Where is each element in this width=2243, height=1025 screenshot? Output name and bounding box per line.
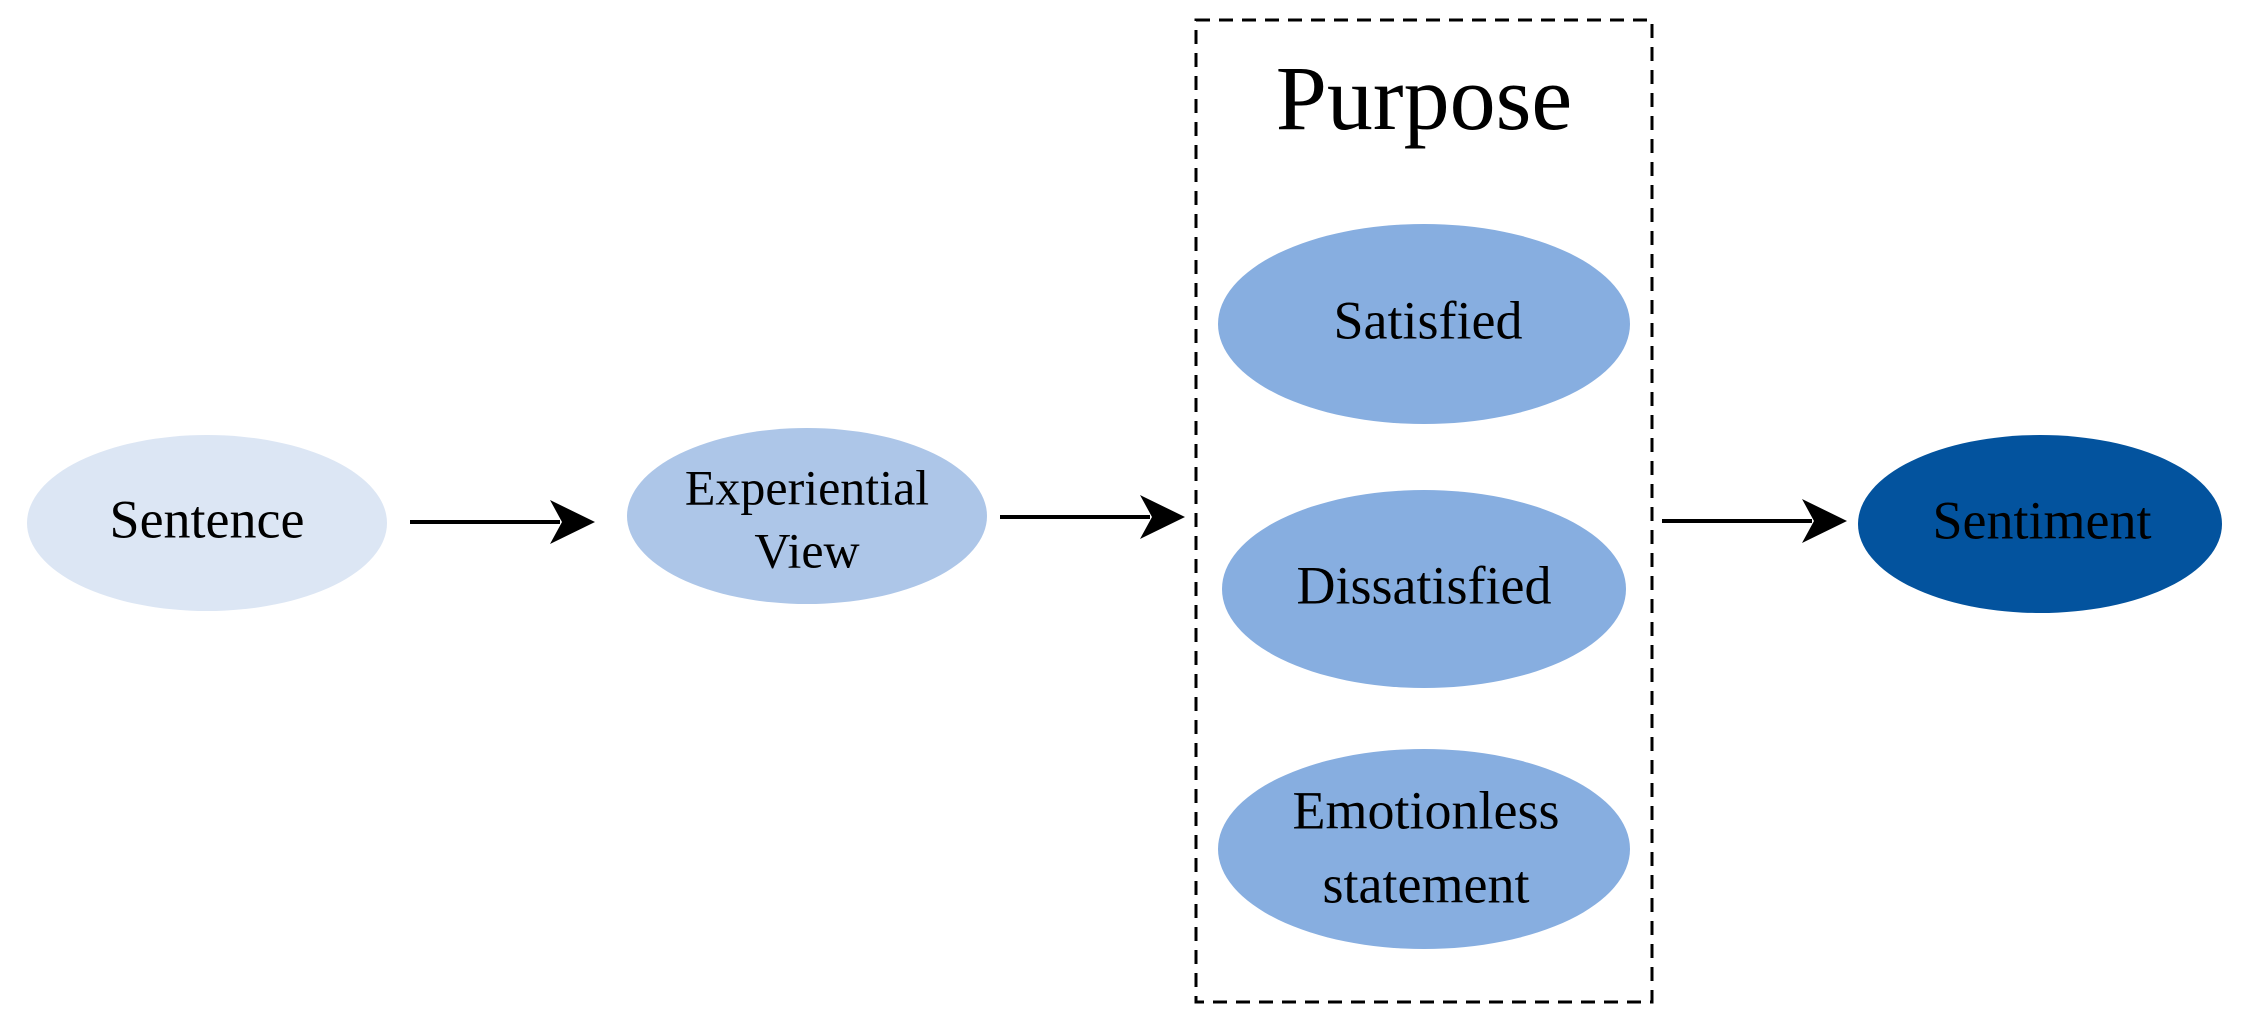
sentence-ellipse <box>27 435 387 611</box>
emotionless-statement-node: Emotionless statement <box>1218 749 1630 949</box>
dissatisfied-node: Dissatisfied <box>1222 490 1626 688</box>
purpose-group: Purpose Satisfied Dissatisfied Emotionle… <box>1194 18 1654 1004</box>
purpose-group-border <box>1194 18 1654 1004</box>
experiential-view-ellipse <box>627 428 987 604</box>
sentiment-node: Sentiment <box>1858 435 2222 613</box>
emotionless-statement-ellipse <box>1218 749 1630 949</box>
emotionless-statement-label-line2: statement <box>1323 854 1530 914</box>
dissatisfied-ellipse <box>1222 490 1626 688</box>
sentiment-ellipse <box>1858 435 2222 613</box>
arrow-head-icon <box>1802 499 1847 543</box>
experiential-view-label-line2: View <box>754 522 859 578</box>
purpose-group-title: Purpose <box>1276 47 1572 149</box>
emotionless-statement-label-line1: Emotionless <box>1293 780 1560 840</box>
sentiment-label: Sentiment <box>1933 490 2152 550</box>
satisfied-label: Satisfied <box>1334 290 1523 350</box>
sentence-node: Sentence <box>27 435 387 611</box>
sentence-label: Sentence <box>110 489 305 549</box>
satisfied-ellipse <box>1218 224 1630 424</box>
satisfied-node: Satisfied <box>1218 224 1630 424</box>
experiential-view-label-line1: Experiential <box>685 459 929 515</box>
arrow-purpose-to-sentiment <box>1662 499 1847 543</box>
arrow-view-to-purpose <box>1000 495 1185 539</box>
dissatisfied-label: Dissatisfied <box>1297 555 1552 615</box>
arrow-sentence-to-view <box>410 500 595 544</box>
arrow-head-icon <box>550 500 595 544</box>
arrow-head-icon <box>1140 495 1185 539</box>
experiential-view-node: Experiential View <box>627 428 987 604</box>
